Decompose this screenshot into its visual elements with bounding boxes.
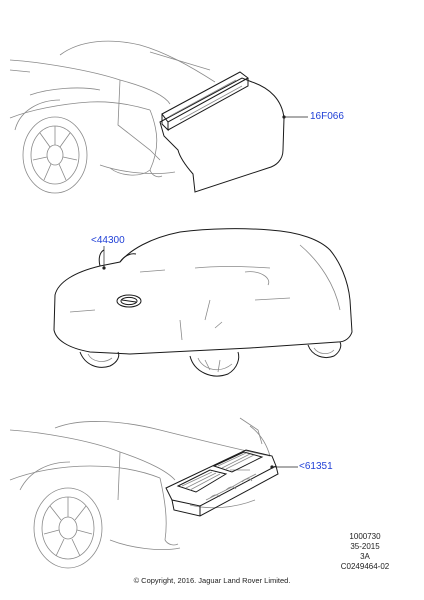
reference-line-1: 1000730 xyxy=(349,532,381,541)
callout-part-44300[interactable]: <44300 xyxy=(91,235,125,246)
callout-leader-44300 xyxy=(102,246,106,270)
reference-line-2: 35-2015 xyxy=(350,542,380,551)
callout-part-61351[interactable]: <61351 xyxy=(299,461,333,472)
load-space-cover-part xyxy=(159,71,285,193)
vehicle-rear-top xyxy=(9,40,216,194)
callout-part-16F066[interactable]: 16F066 xyxy=(310,111,344,122)
loadspace-mat-part xyxy=(165,449,279,517)
reference-line-3: 3A xyxy=(360,552,370,561)
callout-leader-61351 xyxy=(270,465,298,469)
callout-leader-16F066 xyxy=(282,115,308,119)
vehicle-car-cover xyxy=(53,228,353,377)
vehicle-rear-bottom xyxy=(9,417,271,569)
reference-line-4: C0249464-02 xyxy=(340,562,390,571)
reference-block: 1000730 35-2015 3A C0249464-02 xyxy=(330,532,400,572)
copyright-notice: © Copyright, 2016. Jaguar Land Rover Lim… xyxy=(133,576,291,585)
